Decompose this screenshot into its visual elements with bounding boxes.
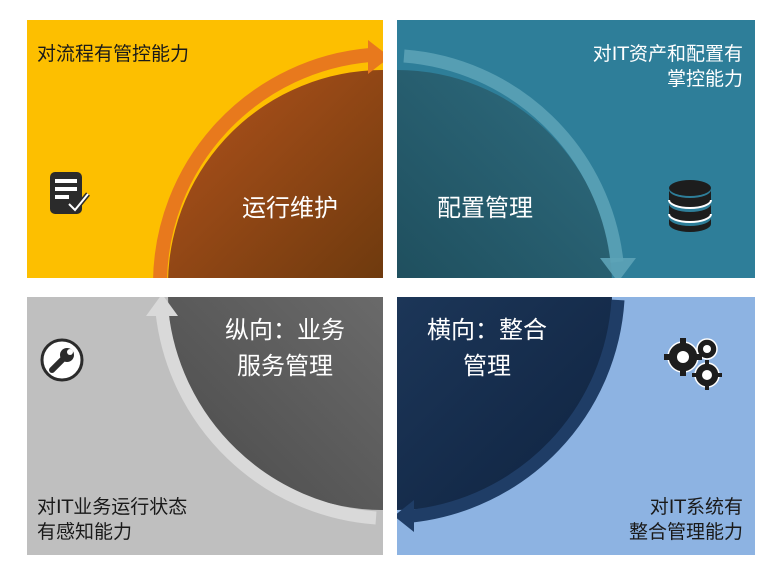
label-line: 服务管理 (237, 352, 333, 380)
label-line: 运行维护 (242, 194, 338, 222)
wedge-vertical-service (168, 295, 383, 510)
caption-process-control: 对流程有管控能力 (37, 43, 190, 65)
caption-line: 对IT业务运行状态 (37, 496, 188, 518)
caption-integration: 对IT系统有 整合管理能力 (629, 495, 743, 545)
wedge-operations (168, 70, 383, 281)
arrow-head-gray (146, 294, 178, 316)
label-vertical-service-management: 纵向：业务 服务管理 (210, 312, 360, 384)
arrow-head-navy (394, 500, 414, 532)
wrench-icon (40, 338, 84, 382)
arrow-ring-orange (153, 48, 371, 282)
caption-line: 对IT资产和配置有 (592, 43, 743, 65)
arrow-ring-gray (155, 311, 377, 525)
label-operations: 运行维护 (220, 190, 360, 226)
database-icon (668, 180, 712, 232)
wedge-horizontal-integration (397, 295, 612, 510)
label-line: 横向：整合 (427, 316, 547, 344)
caption-status-awareness: 对IT业务运行状态 有感知能力 (37, 495, 187, 545)
label-line: 配置管理 (437, 194, 533, 222)
caption-line: 掌控能力 (666, 68, 743, 90)
arrow-ring-navy (411, 299, 625, 523)
document-check-icon (50, 172, 90, 214)
arrow-head-teal (600, 258, 636, 282)
arrow-head-orange (368, 40, 390, 74)
arrow-ring-teal (403, 49, 624, 263)
label-line: 管理 (463, 352, 511, 380)
caption-asset-control: 对IT资产和配置有 掌控能力 (593, 42, 743, 92)
label-line: 纵向：业务 (225, 316, 345, 344)
caption-line: 有感知能力 (37, 521, 133, 543)
label-configuration-management: 配置管理 (415, 190, 555, 226)
gears-icon (664, 338, 722, 390)
caption-line: 对IT系统有 (649, 496, 743, 518)
caption-line: 整合管理能力 (628, 521, 743, 543)
wedge-configuration (397, 70, 612, 281)
label-horizontal-integration: 横向：整合 管理 (407, 312, 567, 384)
